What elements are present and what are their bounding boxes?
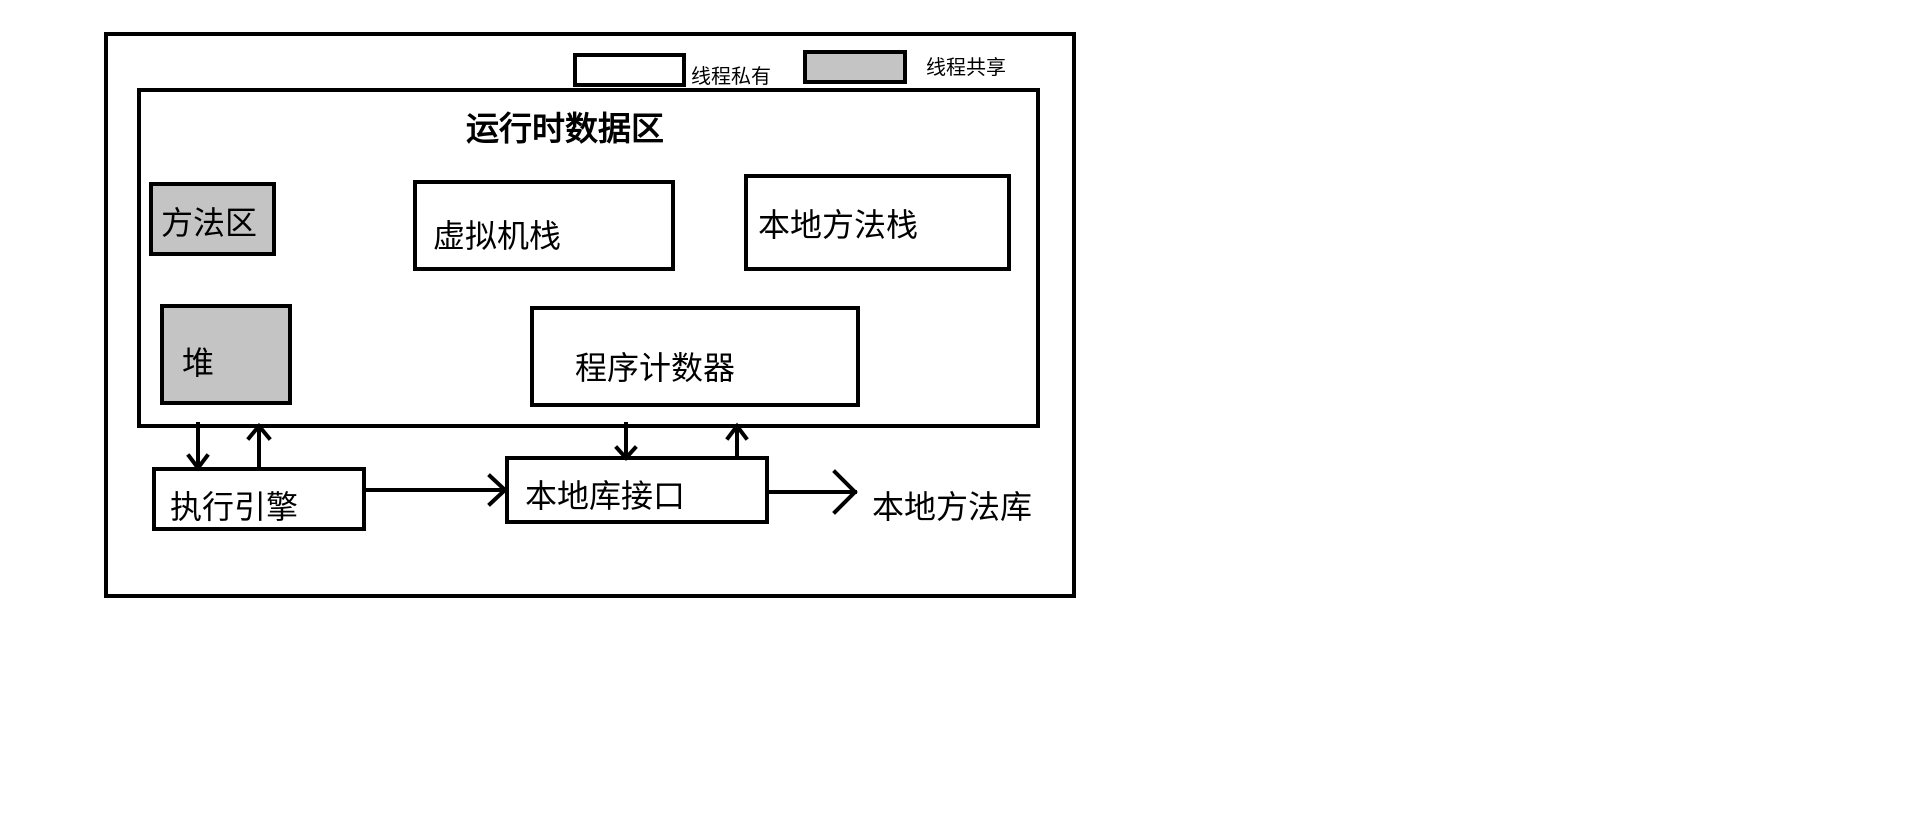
method-area-label: 方法区	[161, 204, 258, 242]
arrow-engine-to-interface	[364, 473, 508, 507]
native-library-label: 本地方法库	[872, 488, 1033, 526]
legend-private-label: 线程私有	[691, 64, 771, 88]
arrow-interface-to-library	[767, 469, 858, 515]
native-method-stack-box	[744, 174, 1011, 271]
arrow-engine-to-heap	[246, 422, 272, 470]
arrow-pc-to-interface	[614, 422, 638, 461]
native-method-stack-label: 本地方法栈	[758, 206, 919, 244]
arrow-heap-to-engine	[186, 422, 210, 472]
program-counter-label: 程序计数器	[575, 349, 736, 387]
native-interface-label: 本地库接口	[525, 477, 686, 515]
execution-engine-label: 执行引擎	[170, 488, 299, 526]
arrow-interface-to-runtime	[725, 422, 749, 459]
heap-label: 堆	[182, 344, 215, 382]
legend-private-swatch	[573, 53, 686, 87]
program-counter-box	[530, 306, 860, 407]
legend-shared-label: 线程共享	[926, 55, 1006, 79]
legend-shared-swatch	[803, 50, 907, 84]
vm-stack-label: 虚拟机栈	[433, 217, 562, 255]
heap-box	[160, 304, 292, 405]
method-area-box	[149, 182, 276, 256]
vm-stack-box	[413, 180, 675, 271]
runtime-data-area-title: 运行时数据区	[466, 109, 664, 148]
